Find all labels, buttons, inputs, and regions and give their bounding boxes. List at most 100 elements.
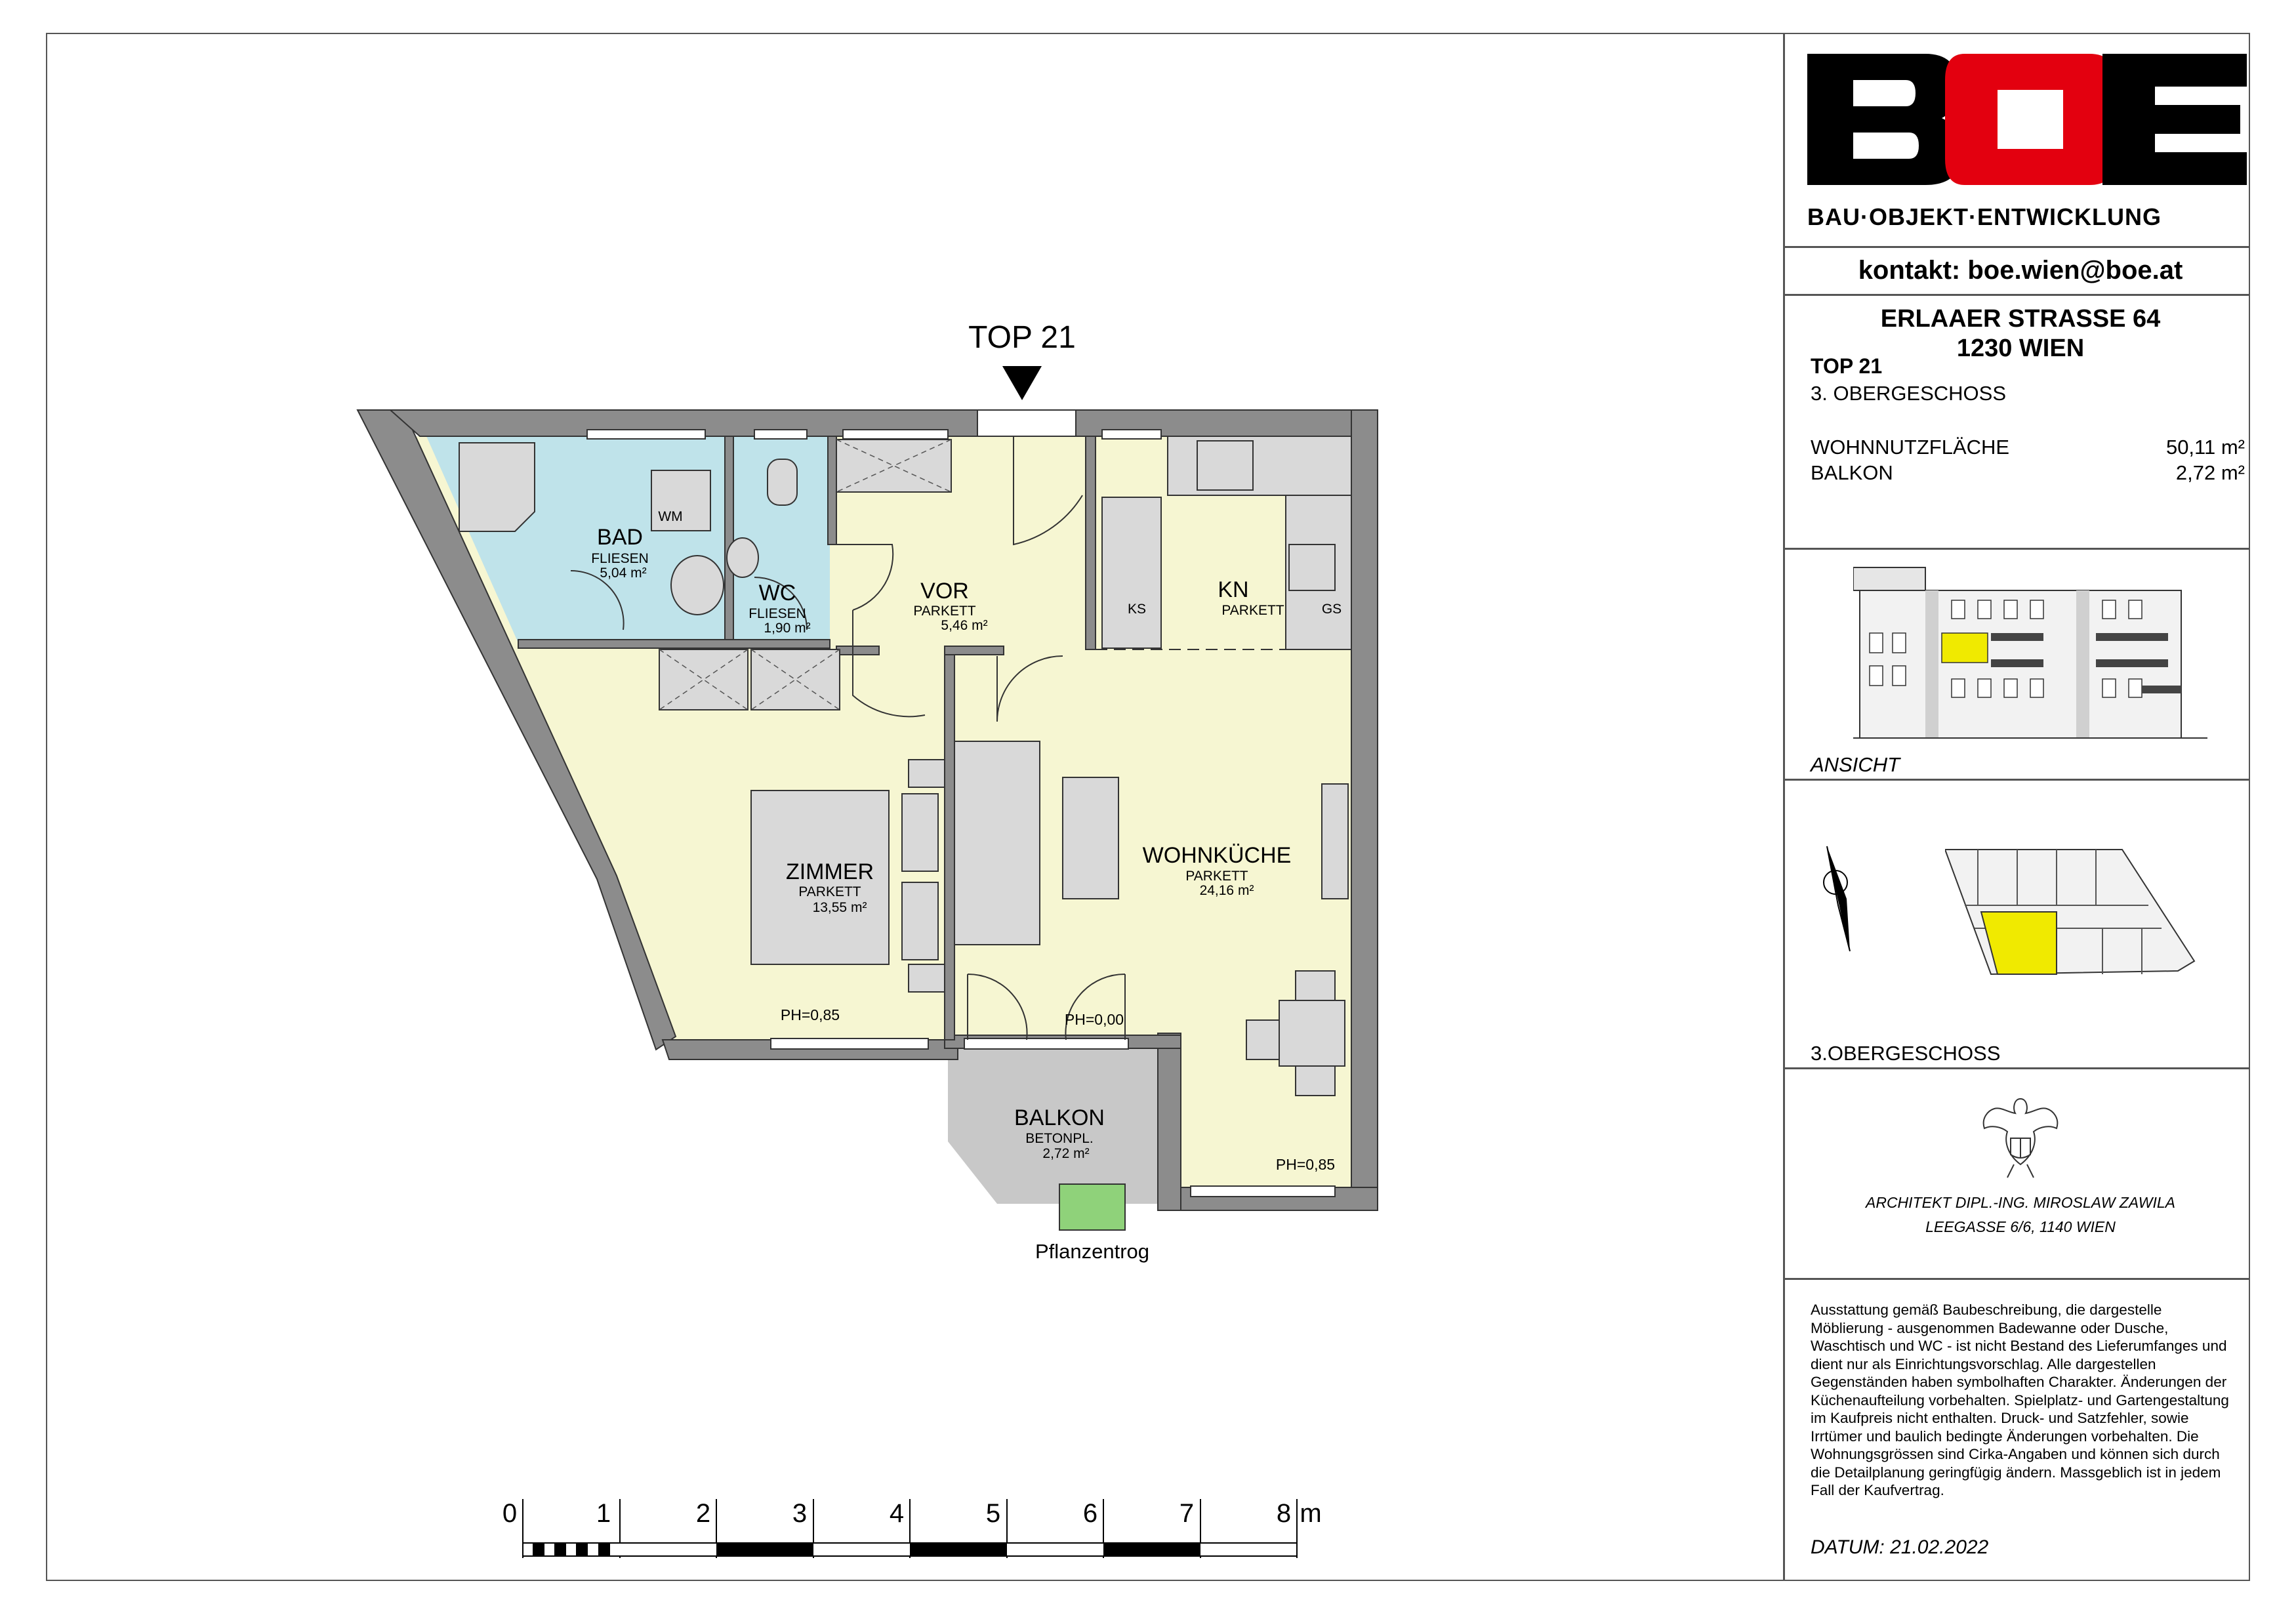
area-value-balkon: 2,72 m² <box>2175 461 2245 484</box>
date-label: DATUM: 21.02.2022 <box>1811 1536 1989 1558</box>
wall-wc-vor <box>827 436 837 545</box>
divider-logo <box>1783 246 2250 248</box>
address-street: ERLAAER STRASSE 64 <box>1880 305 2161 333</box>
divider-elevation <box>1783 779 2250 781</box>
room-name-wohnkueche: WOHNKÜCHE <box>1143 843 1292 868</box>
north-arrow-icon <box>1823 846 1851 952</box>
scale-label-5: 5 <box>986 1499 1000 1528</box>
architect-address: LEEGASSE 6/6, 1140 WIEN <box>1925 1218 2116 1235</box>
contact-line: kontakt: boe.wien@boe.at <box>1858 256 2183 285</box>
floor-label: 3. OBERGESCHOSS <box>1811 382 2007 405</box>
fill-wc <box>731 436 830 643</box>
coffee-table <box>1062 777 1119 899</box>
room-area-bad: 5,04 m² <box>600 565 646 581</box>
scale-label-2: 2 <box>696 1499 710 1528</box>
eagle-emblem-icon <box>1982 1098 2059 1178</box>
dining-table <box>1279 1000 1345 1067</box>
room-name-wc: WC <box>759 581 796 606</box>
shower-tray <box>459 442 535 532</box>
room-name-balkon: BALKON <box>1014 1105 1105 1130</box>
kitchen-counter-top <box>1167 436 1352 496</box>
logo <box>1807 54 2247 185</box>
furniture <box>459 436 1352 1231</box>
elevation-drawing <box>1853 567 2207 739</box>
area-value-living: 50,11 m² <box>2165 436 2245 459</box>
basin-bad <box>670 555 724 615</box>
wall-vor-bottom <box>836 646 880 655</box>
scale-label-7: 7 <box>1179 1499 1194 1528</box>
room-area-wc: 1,90 m² <box>764 621 810 636</box>
ph-balkon-door: PH=0,00 <box>1065 1011 1124 1028</box>
planter <box>1059 1183 1126 1231</box>
room-floor-bad: FLIESEN <box>591 551 649 566</box>
fixture-wm: WM <box>658 509 682 524</box>
entry-arrow-icon <box>1002 366 1042 400</box>
wall-balkon-right <box>1157 1033 1181 1211</box>
wardrobe-zimmer-2 <box>750 649 840 710</box>
architect-name: ARCHITEKT DIPL.-ING. MIROSLAW ZAWILA <box>1866 1194 2175 1211</box>
wall-bad-bottom <box>518 639 830 649</box>
room-floor-wohnkueche: PARKETT <box>1185 869 1248 884</box>
divider-contact <box>1783 294 2250 296</box>
wall-right <box>1351 409 1378 1211</box>
disclaimer-text: Ausstattung gemäß Baubeschreibung, die d… <box>1811 1302 2229 1498</box>
scale-label-6: 6 <box>1083 1499 1097 1528</box>
room-floor-balkon: BETONPL. <box>1025 1131 1093 1146</box>
scale-label-1: 1 <box>596 1499 611 1528</box>
scale-label-3: 3 <box>792 1499 807 1528</box>
wall-zimmer-wk <box>944 652 955 1040</box>
sofa <box>954 741 1040 945</box>
room-labels: BAD FLIESEN 5,04 m² WC FLIESEN 1,90 m² V… <box>591 509 1342 1263</box>
planter-label: Pflanzentrog <box>1035 1240 1149 1263</box>
toilet <box>767 459 798 506</box>
room-floor-zimmer: PARKETT <box>798 884 861 899</box>
wardrobe-zimmer-1 <box>659 649 748 710</box>
fill-balkon <box>948 1048 1168 1204</box>
drawing-frame <box>46 33 2250 1581</box>
pillow-1 <box>901 793 939 872</box>
area-label-living: WOHNNUTZFLÄCHE <box>1811 436 2010 459</box>
tv <box>1321 783 1349 899</box>
wall-vor-kn <box>1085 436 1096 650</box>
boe-logo-icon <box>1807 54 2247 185</box>
washing-machine <box>651 470 711 531</box>
address-city: 1230 WIEN <box>1956 335 2085 362</box>
bed <box>750 790 890 965</box>
room-area-balkon: 2,72 m² <box>1042 1146 1089 1161</box>
key-plan-caption: 3.OBERGESCHOSS <box>1811 1042 2001 1065</box>
scale-bar: 0 1 2 3 4 5 6 7 8 m <box>502 1499 1322 1558</box>
key-plan-highlight <box>1980 911 2057 975</box>
chair-1 <box>1295 970 1336 1001</box>
hob <box>1197 440 1254 491</box>
elevation-caption: ANSICHT <box>1811 753 1900 776</box>
key-plan-drawing <box>1945 849 2196 976</box>
entry-label: TOP 21 <box>968 320 1076 355</box>
chair-2 <box>1295 1065 1336 1096</box>
room-name-vor: VOR <box>920 579 969 604</box>
scale-label-0: 0 <box>502 1499 517 1528</box>
nightstand-2 <box>908 964 945 993</box>
fixture-gs: GS <box>1322 602 1342 617</box>
room-area-vor: 5,46 m² <box>941 618 987 633</box>
room-floor-vor: PARKETT <box>913 604 975 619</box>
wall-bad-wc <box>724 436 734 647</box>
scale-label-4: 4 <box>890 1499 904 1528</box>
divider-architect <box>1783 1278 2250 1280</box>
floor-plan: TOP 21 BAD FLIESEN 5,04 m² WC FLIESEN 1,… <box>356 320 1378 1558</box>
title-block-divider <box>1783 33 1785 1581</box>
unit-label: TOP 21 <box>1811 354 1883 378</box>
area-label-balkon: BALKON <box>1811 461 1893 484</box>
walls <box>356 409 1378 1211</box>
room-name-zimmer: ZIMMER <box>786 859 874 884</box>
ph-zimmer: PH=0,85 <box>781 1006 840 1023</box>
basin-wc <box>726 537 759 578</box>
fridge-ks <box>1101 497 1162 649</box>
ph-wohnkueche: PH=0,85 <box>1276 1156 1335 1173</box>
room-floor-wc: FLIESEN <box>748 606 806 621</box>
scale-unit: m <box>1300 1499 1321 1528</box>
divider-keyplan <box>1783 1067 2250 1069</box>
room-name-bad: BAD <box>597 525 643 550</box>
wall-vor-bottom2 <box>944 646 1004 655</box>
wardrobe-crosses <box>659 439 952 710</box>
pillow-2 <box>901 882 939 960</box>
